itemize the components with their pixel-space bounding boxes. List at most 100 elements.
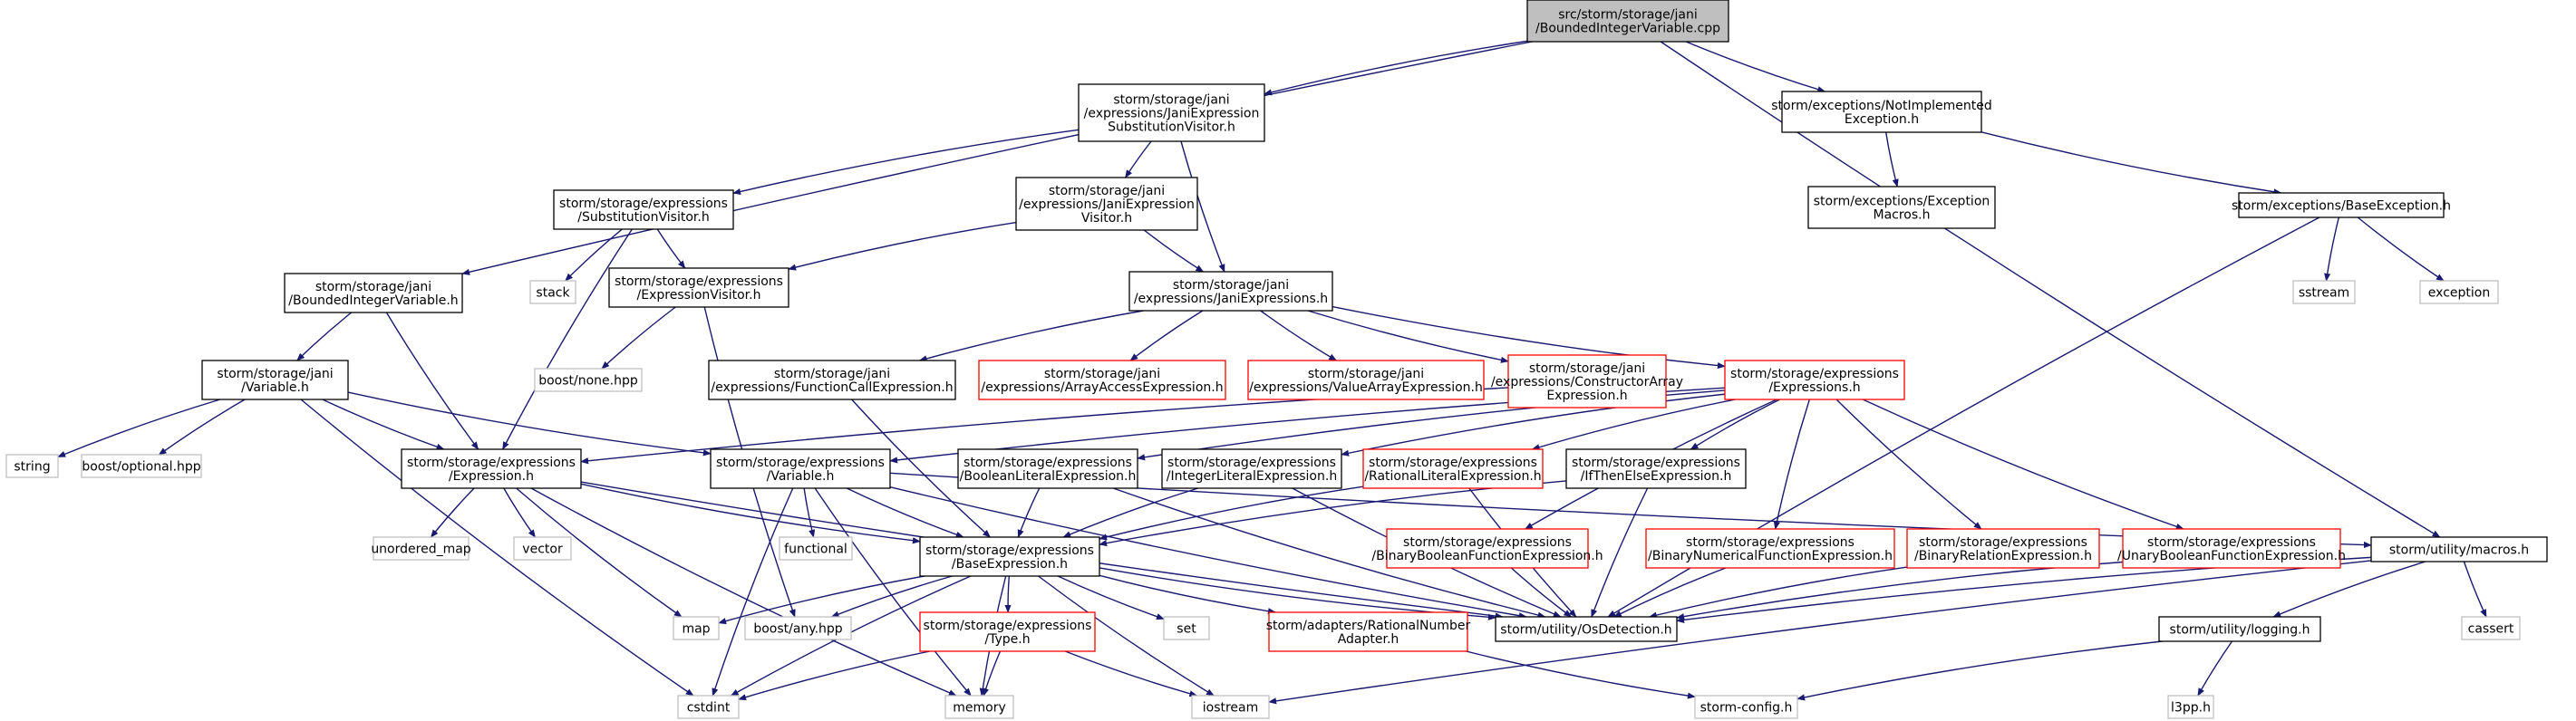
node-label-line: /IntegerLiteralExpression.h [1167, 469, 1337, 484]
node-varh[interactable]: storm/storage/expressions/Variable.h [710, 448, 891, 489]
node-box [677, 695, 740, 719]
include-edge-fcall-to-baseexpr [851, 399, 992, 538]
node-label-line: Adapter.h [1338, 632, 1399, 647]
include-edge-jev-to-janiexprs [1143, 229, 1205, 273]
include-edge-bivh-to-janivar [296, 312, 353, 361]
node-box [1565, 448, 1747, 489]
node-label-line: storm/storage/jani [1044, 367, 1160, 381]
node-stormconfig: storm-config.h [1694, 695, 1798, 719]
node-label-line: /ExpressionVisitor.h [637, 288, 761, 303]
node-label-line: storm/storage/jani [1173, 278, 1289, 293]
node-box [1163, 616, 1210, 640]
node-box [673, 616, 720, 640]
node-any: boost/any.hpp [744, 616, 852, 640]
include-edge-root-to-bivh [461, 41, 1533, 275]
node-box [1247, 360, 1485, 400]
node-box [779, 536, 853, 561]
node-ratlit[interactable]: storm/storage/expressions/RationalLitera… [1362, 448, 1544, 489]
node-label-line: storm/storage/expressions [615, 274, 783, 289]
node-box [2238, 192, 2445, 218]
node-typeh[interactable]: storm/storage/expressions/Type.h [919, 611, 1096, 652]
node-label-line: /expressions/ArrayAccessExpression.h [981, 380, 1223, 395]
node-bivh[interactable]: storm/storage/jani/BoundedIntegerVariabl… [284, 273, 463, 313]
node-binnum[interactable]: storm/storage/expressions/BinaryNumerica… [1645, 528, 1895, 569]
node-exprvis[interactable]: storm/storage/expressions/ExpressionVisi… [608, 267, 789, 308]
node-jev[interactable]: storm/storage/jani/expressions/JaniExpre… [1015, 177, 1198, 231]
node-box [5, 454, 59, 478]
node-unbool[interactable]: storm/storage/expressions/UnaryBooleanFu… [2117, 528, 2346, 569]
node-box [534, 368, 643, 392]
node-macros[interactable]: storm/utility/macros.h [2370, 536, 2548, 562]
node-label-line: storm/storage/jani [1308, 367, 1424, 381]
include-edge-exprh-to-map [516, 487, 683, 618]
node-arracc[interactable]: storm/storage/jani/expressions/ArrayAcce… [978, 360, 1226, 400]
node-label-line: storm/exceptions/NotImplemented [1771, 99, 1991, 113]
node-binrel[interactable]: storm/storage/expressions/BinaryRelation… [1906, 528, 2100, 569]
node-binbool[interactable]: storm/storage/expressions/BinaryBooleanF… [1371, 528, 1603, 569]
node-label-line: /BoundedIntegerVariable.h [288, 293, 458, 308]
node-label-line: l3pp.h [2171, 701, 2211, 716]
node-functional: functional [779, 536, 853, 561]
node-label-line: /expressions/FunctionCallExpression.h [711, 380, 953, 395]
include-edge-varh-to-baseexpr [846, 487, 964, 538]
node-label-line: vector [522, 543, 563, 557]
include-edge-baseexc-to-sstream [2324, 216, 2340, 282]
node-baseexpr[interactable]: storm/storage/expressions/BaseExpression… [919, 536, 1100, 577]
node-valarr[interactable]: storm/storage/jani/expressions/ValueArra… [1247, 360, 1485, 400]
include-edge-unbool-to-osdet [1676, 561, 2124, 620]
node-box [1906, 528, 2100, 569]
node-memory: memory [944, 695, 1014, 719]
node-label-line: storm/storage/expressions [924, 619, 1092, 633]
node-ite[interactable]: storm/storage/expressions/IfThenElseExpr… [1565, 448, 1747, 489]
include-edge-janivar-to-optional [158, 399, 246, 456]
node-osdet[interactable]: storm/utility/OsDetection.h [1495, 616, 1678, 642]
include-edge-exprh-to-vector [503, 487, 537, 538]
include-edge-typeh-to-iostream [1064, 650, 1198, 697]
include-edge-macros-to-logging [2272, 561, 2426, 618]
node-jesv[interactable]: storm/storage/jani/expressions/JaniExpre… [1078, 83, 1265, 142]
node-label-line: sstream [2299, 286, 2349, 301]
include-edge-exprsh-to-ite [1690, 399, 1780, 450]
node-notimpl[interactable]: storm/exceptions/NotImplementedException… [1771, 91, 1992, 133]
include-edge-baseexpr-to-map [718, 575, 925, 625]
node-exception: exception [2419, 280, 2499, 304]
node-label-line: storm/storage/expressions [1572, 456, 1740, 470]
include-edge-baseexc-to-exception [2357, 216, 2445, 282]
node-exprh[interactable]: storm/storage/expressions/Expression.h [401, 448, 582, 489]
node-label-line: storm/storage/jani [1113, 93, 1229, 108]
node-baseexc[interactable]: storm/exceptions/BaseException.h [2232, 192, 2451, 218]
node-label-line: storm/storage/jani [1049, 184, 1165, 198]
node-exprsh[interactable]: storm/storage/expressions/Expressions.h [1724, 360, 1905, 400]
node-boollit[interactable]: storm/storage/expressions/BooleanLiteral… [957, 448, 1138, 489]
include-edge-jesv-to-jev [1125, 140, 1152, 178]
node-box [944, 695, 1014, 719]
node-unordered: unordered_map [371, 536, 471, 561]
include-edge-root-to-jesv [1264, 40, 1528, 96]
node-intlit[interactable]: storm/storage/expressions/IntegerLiteral… [1161, 448, 1342, 489]
node-box [284, 273, 463, 313]
node-box [1191, 695, 1270, 719]
node-box [1526, 0, 1729, 43]
include-edge-varh-to-cstdint [712, 487, 794, 697]
node-fcall[interactable]: storm/storage/jani/expressions/FunctionC… [708, 360, 956, 400]
node-logging[interactable]: storm/utility/logging.h [2158, 616, 2321, 642]
node-root[interactable]: src/storm/storage/jani/BoundedIntegerVar… [1526, 0, 1729, 43]
node-ctorarr[interactable]: storm/storage/jani/expressions/Construct… [1491, 354, 1683, 409]
node-box [2370, 536, 2548, 562]
node-label-line: storm/storage/jani [774, 367, 890, 381]
node-iostream: iostream [1191, 695, 1270, 719]
node-janiexprs[interactable]: storm/storage/jani/expressions/JaniExpre… [1128, 271, 1333, 312]
node-label-line: functional [784, 543, 847, 557]
include-edge-jev-to-exprvis [788, 221, 1017, 271]
node-box [919, 611, 1096, 652]
node-box [2122, 528, 2341, 569]
node-subvis[interactable]: storm/storage/expressions/SubstitutionVi… [553, 189, 734, 230]
node-box [1645, 528, 1895, 569]
include-edge-baseexpr-to-typeh [1004, 575, 1012, 613]
node-label-line: storm/storage/expressions [1919, 535, 2087, 550]
include-edge-binbool-to-osdet [1510, 567, 1573, 618]
include-edge-varh-to-memory [814, 487, 972, 697]
node-janivar[interactable]: storm/storage/jani/Variable.h [201, 360, 349, 400]
